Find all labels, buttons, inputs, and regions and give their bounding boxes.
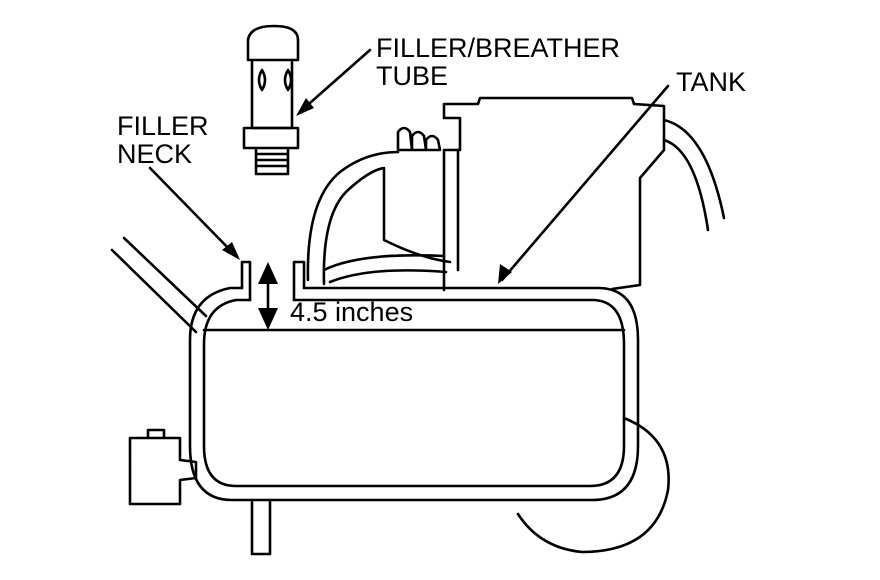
filler-neck-label-line1: FILLER xyxy=(117,111,209,141)
arrowhead-breather-tube xyxy=(296,98,314,116)
breather-tube-cap xyxy=(246,24,300,62)
leader-breather-tube xyxy=(300,48,372,112)
bracket-left xyxy=(110,236,208,334)
wheel xyxy=(516,416,670,554)
engine-housing-outline xyxy=(442,96,666,292)
breather-tube-holes xyxy=(257,68,293,92)
filler-neck-label-line2: NECK xyxy=(117,139,193,169)
left-fitting xyxy=(128,428,198,506)
hose-middle xyxy=(322,253,448,284)
filler-breather-label-line2: TUBE xyxy=(376,61,449,91)
measurement-label: 4.5 inches xyxy=(290,297,414,327)
tank-leg xyxy=(250,498,272,556)
breather-tube-thread xyxy=(254,146,290,176)
leader-filler-neck xyxy=(148,166,236,256)
leader-tank xyxy=(500,84,670,282)
filler-neck xyxy=(240,260,306,302)
breather-tube-collar xyxy=(242,126,300,150)
hose-left-outer xyxy=(306,150,400,282)
hose-right xyxy=(662,118,726,232)
arrowhead-filler-neck xyxy=(222,242,240,260)
measurement-arrow-up xyxy=(258,262,278,284)
hose-left-inner xyxy=(322,166,452,286)
tank-label: TANK xyxy=(676,67,747,97)
tank-outer-shell xyxy=(188,286,640,502)
housing-bumps xyxy=(396,126,442,152)
tank-inner-shell xyxy=(202,298,626,488)
filler-breather-label-line1: FILLER/BREATHER xyxy=(376,33,621,63)
filler-neck-label: FILLER NECK xyxy=(117,112,209,168)
measurement-arrow-down xyxy=(258,308,278,330)
arrowhead-tank xyxy=(498,264,512,284)
filler-breather-tube-label: FILLER/BREATHER TUBE xyxy=(376,34,620,90)
breather-tube-body xyxy=(250,58,294,130)
